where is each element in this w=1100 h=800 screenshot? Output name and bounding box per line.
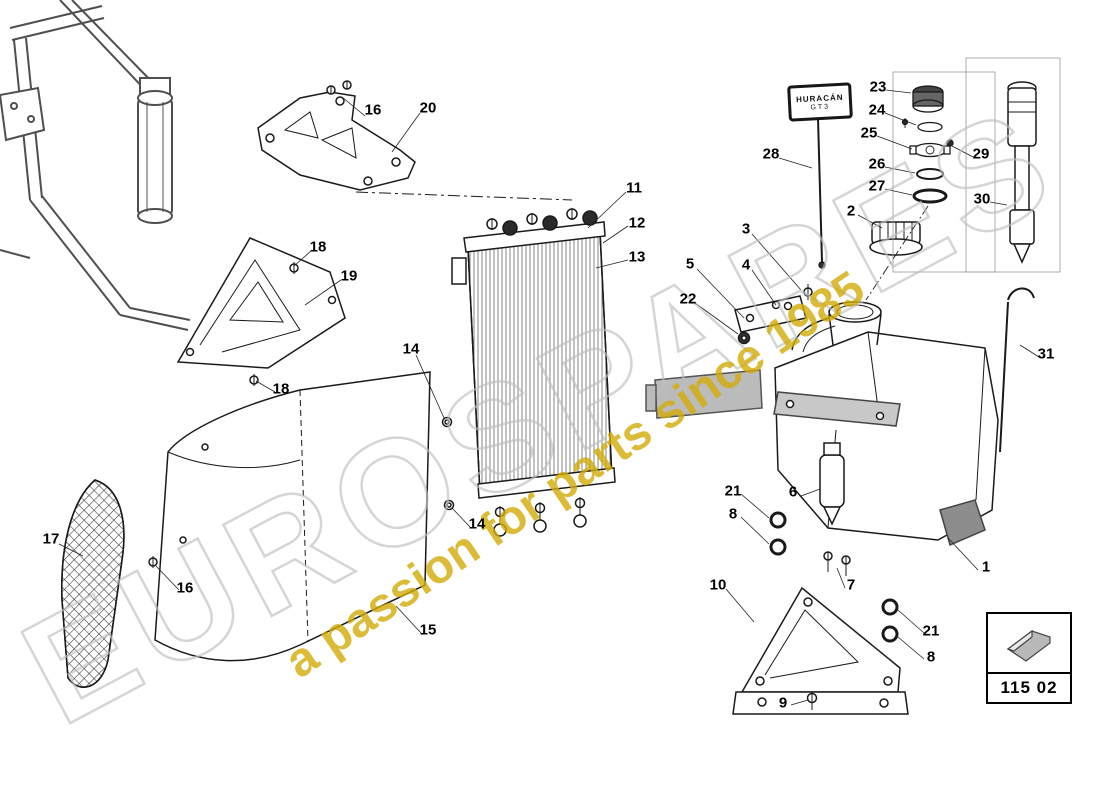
leader-lines [58,89,1040,706]
callout-15: 15 [419,621,437,639]
diagram-code: 115 02 [1000,678,1058,697]
callout-31: 31 [1037,345,1055,363]
callout-18: 18 [309,238,327,256]
callout-12: 12 [628,214,646,232]
callout-17: 17 [42,530,60,548]
sensor-30 [999,81,1037,453]
badge-line1: HURACÁN [795,92,844,104]
callout-10: 10 [709,576,727,594]
diagram-code-box: 115 02 [986,612,1072,704]
air-duct-15 [148,371,455,662]
callout-8: 8 [728,505,738,523]
oil-tank-1 [773,205,999,547]
radiator-12 [451,208,763,537]
callout-20: 20 [419,99,437,117]
callout-3: 3 [741,220,751,238]
bracket-10 [732,586,909,715]
callout-11: 11 [626,179,642,197]
pump-6 [769,442,899,643]
callout-19: 19 [340,267,358,285]
callout-21: 21 [922,622,940,640]
callout-29: 29 [972,145,990,163]
callout-2: 2 [846,202,856,220]
callout-16: 16 [364,101,382,119]
callout-5: 5 [685,255,695,273]
huracan-gt3-badge: HURACÁN GT3 [787,82,853,122]
callout-21: 21 [724,482,742,500]
callout-14: 14 [402,340,420,358]
callout-6: 6 [788,483,798,501]
grille-17 [61,479,125,688]
callout-24: 24 [868,101,886,119]
cap-stack [817,57,1061,273]
callout-8: 8 [926,648,936,666]
callout-16: 16 [176,579,194,597]
callout-22: 22 [679,290,697,308]
bracket-4 [734,284,813,345]
bracket-20 [257,80,573,201]
callout-30: 30 [973,190,991,208]
callout-4: 4 [741,256,751,274]
callout-27: 27 [868,177,886,195]
callout-23: 23 [869,78,887,96]
bracket-19 [176,237,346,386]
orientation-arrow-icon [988,614,1070,674]
badge-line2: GT3 [810,102,831,112]
callout-14: 14 [468,515,486,533]
callout-26: 26 [868,155,886,173]
callout-9: 9 [778,694,788,712]
callout-7: 7 [846,576,856,594]
callout-28: 28 [762,145,780,163]
chassis-frame [0,0,191,331]
callout-1: 1 [981,558,991,576]
callout-18: 18 [272,380,290,398]
callout-13: 13 [628,248,646,266]
callout-25: 25 [860,124,878,142]
